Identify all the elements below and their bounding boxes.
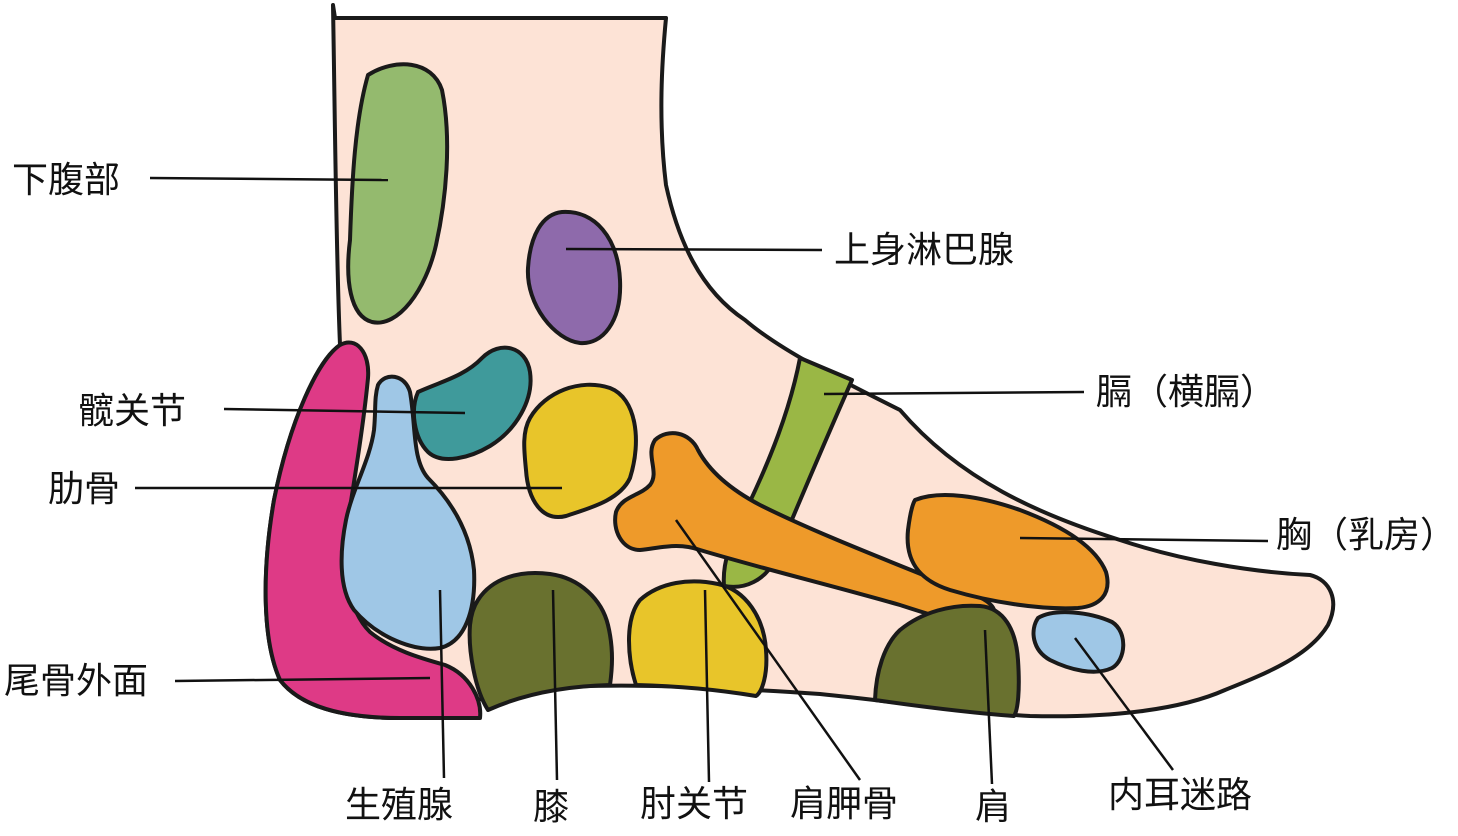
leader-inner-ear: [1073, 637, 1175, 771]
label-scapula: 肩胛骨: [790, 784, 899, 825]
leader-gonad: [438, 589, 446, 779]
zone-knee: [467, 571, 614, 712]
label-chest: 胸（乳房）: [1276, 515, 1457, 556]
leader-chest: [1019, 536, 1269, 543]
label-shoulder: 肩: [975, 787, 1012, 828]
label-upper-lymph: 上身淋巴腺: [834, 230, 1015, 271]
label-knee: 膝: [533, 787, 570, 828]
label-gonad: 生殖腺: [345, 785, 454, 826]
zone-lower-abdomen: [346, 62, 450, 325]
leader-scapula: [674, 519, 862, 781]
leader-knee: [551, 589, 559, 781]
zone-elbow-joint: [627, 579, 769, 698]
label-rib: 肋骨: [48, 469, 121, 510]
leader-elbow-joint: [703, 589, 711, 783]
label-elbow-joint: 肘关节: [640, 784, 749, 825]
leader-diaphragm: [823, 390, 1085, 396]
label-diaphragm: 膈（横膈）: [1096, 372, 1277, 413]
zone-shoulder: [873, 603, 1021, 718]
zone-rib: [522, 382, 638, 519]
leader-lower-abdomen: [149, 176, 389, 182]
leader-shoulder: [983, 629, 994, 785]
leader-upper-lymph: [565, 247, 823, 252]
leader-hip-joint: [223, 407, 466, 415]
zone-upper-lymph: [525, 209, 623, 346]
zone-scapula: [613, 431, 997, 626]
label-coccyx-outer: 尾骨外面: [4, 661, 149, 702]
zone-coccyx-outer: [263, 340, 483, 720]
zone-hip-joint: [411, 345, 533, 461]
label-lower-abdomen: 下腹部: [12, 160, 121, 201]
label-inner-ear: 内耳迷路: [1108, 775, 1253, 816]
leader-coccyx-outer: [174, 676, 431, 683]
zone-chest: [905, 493, 1110, 611]
label-hip-joint: 髋关节: [78, 391, 187, 432]
